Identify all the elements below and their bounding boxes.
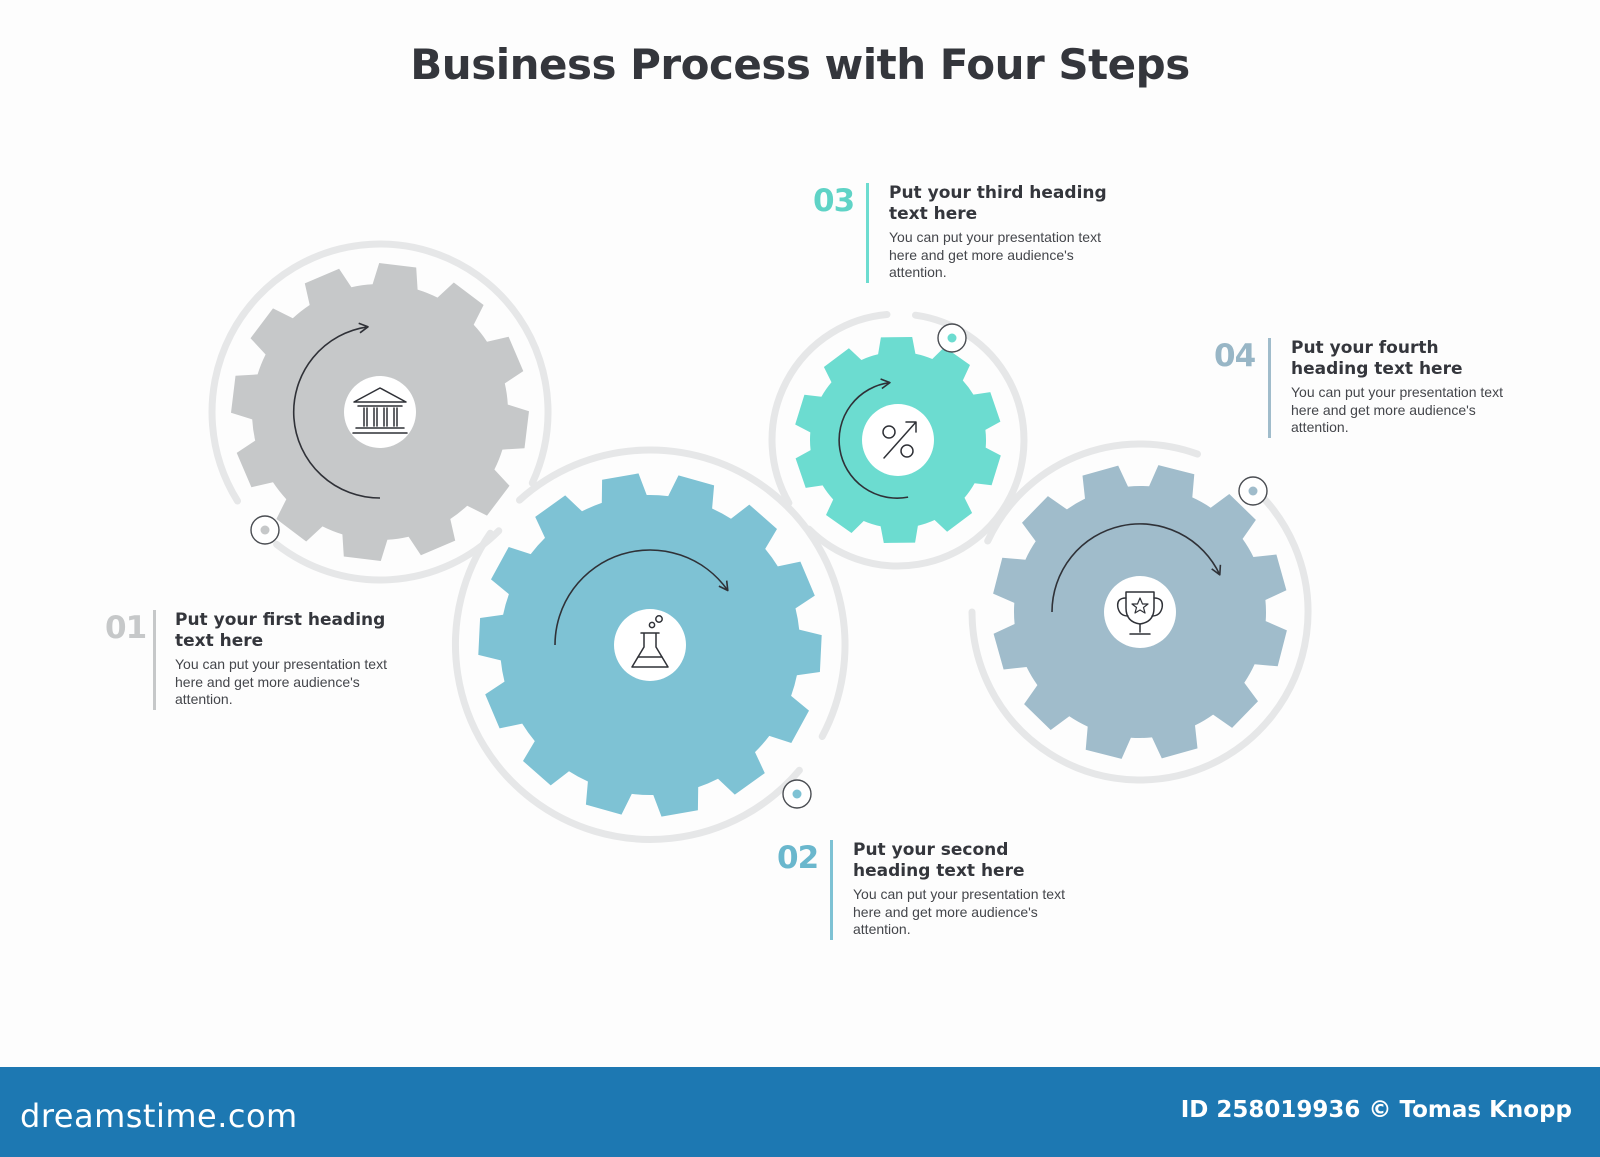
trophy-stand <box>1129 623 1151 635</box>
gear-ring <box>805 311 1028 570</box>
connector-dot-center <box>260 525 270 535</box>
gear-group-03 <box>768 311 1028 570</box>
connector-dot-center <box>792 789 802 799</box>
arrow-head <box>880 378 891 390</box>
bank-roof <box>353 387 407 403</box>
step-heading: Put your third heading text here <box>889 183 1107 224</box>
rotation-arrow <box>554 549 729 646</box>
percent-dot <box>882 425 896 439</box>
percent-icon <box>882 421 917 459</box>
bank-icon <box>352 387 408 434</box>
trophy-star <box>1131 597 1149 614</box>
step-divider <box>830 840 833 940</box>
footer-brand: dreamstime.com <box>20 1097 298 1135</box>
step-heading: Put your fourth heading text here <box>1291 338 1463 379</box>
rotation-arrow <box>838 381 909 499</box>
flask-icon <box>631 615 669 668</box>
step-number: 02 <box>777 840 819 876</box>
page-title: Business Process with Four Steps <box>410 40 1190 89</box>
flask-bubble <box>655 615 663 623</box>
step-description: You can put your presentation text here … <box>1291 384 1503 435</box>
bank-column <box>373 407 378 427</box>
step-number: 01 <box>105 610 147 646</box>
step-divider <box>153 610 156 710</box>
gear-ring <box>452 529 803 843</box>
percent-dot <box>900 444 914 458</box>
step-description: You can put your presentation text here … <box>175 656 387 707</box>
arrow-head <box>1211 564 1222 576</box>
footer-credit: ID 258019936 © Tomas Knopp <box>1180 1097 1572 1123</box>
step-heading: Put your first heading text here <box>175 610 386 651</box>
step-heading: Put your second heading text here <box>853 840 1025 881</box>
gear-group-01 <box>208 240 552 584</box>
rotation-arrow <box>1051 523 1221 613</box>
connector-dot-center <box>947 333 957 343</box>
gear-ring <box>968 479 1312 784</box>
gear-ring <box>768 311 891 507</box>
flask-body <box>631 632 669 668</box>
bank-column <box>393 407 398 427</box>
arrow-head <box>718 580 729 592</box>
arrow-head <box>358 322 369 334</box>
connector-dot-center <box>1248 486 1258 496</box>
step-number: 04 <box>1214 338 1256 374</box>
bank-base <box>352 405 408 434</box>
icon-circle <box>862 404 934 476</box>
icon-circle <box>1104 576 1176 648</box>
gear-group-04 <box>968 440 1312 784</box>
trophy-icon <box>1116 591 1164 635</box>
icon-circle <box>614 609 686 681</box>
gear-ring <box>273 527 503 584</box>
step-number: 03 <box>813 183 855 219</box>
gear-ring <box>208 240 552 505</box>
gear-group-02 <box>452 446 849 843</box>
step-description: You can put your presentation text here … <box>853 886 1065 937</box>
bank-column <box>363 407 368 427</box>
percent-slash <box>883 421 917 459</box>
bank-column <box>383 407 388 427</box>
flask-bubble <box>648 621 656 629</box>
icon-circle <box>344 376 416 448</box>
step-divider <box>866 183 869 283</box>
step-divider <box>1268 338 1271 438</box>
rotation-arrow <box>292 326 381 499</box>
step-description: You can put your presentation text here … <box>889 229 1101 280</box>
trophy-handles <box>1116 597 1164 617</box>
gear-ring <box>516 446 849 740</box>
gear-ring <box>984 440 1201 545</box>
gear-diagram <box>208 240 1312 843</box>
footer-bar: dreamstime.com ID 258019936 © Tomas Knop… <box>0 1067 1600 1157</box>
